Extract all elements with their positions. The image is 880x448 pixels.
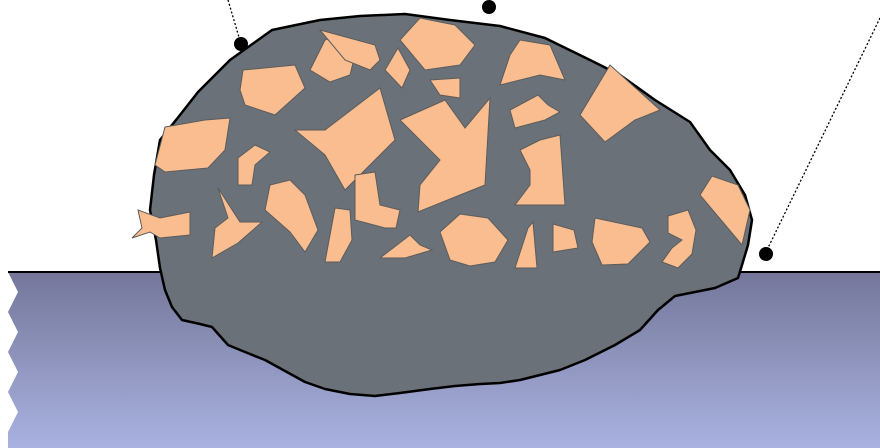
callout-dot-top	[482, 0, 496, 14]
callout-dot-left	[234, 37, 248, 51]
callout-leader-right	[766, 18, 880, 252]
callout-dot-right	[759, 247, 773, 261]
